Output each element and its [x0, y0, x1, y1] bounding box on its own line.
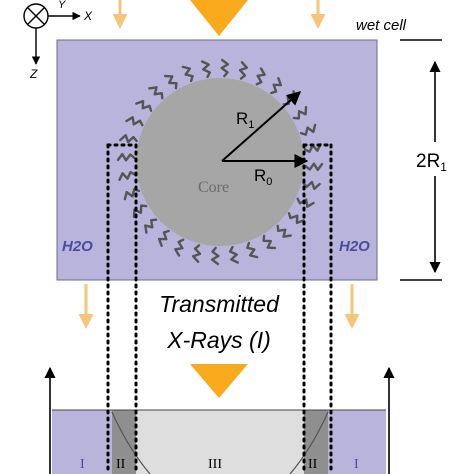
- ligand-chain: [157, 229, 170, 247]
- incoming-beam-arrow: [190, 0, 248, 36]
- h2o-label-right: H2O: [339, 238, 370, 255]
- ligand-shell: [116, 58, 324, 266]
- ligand-chain: [255, 67, 266, 86]
- projection-lines: [106, 143, 333, 474]
- ligand-chain: [302, 180, 321, 190]
- height-label-main: 2R: [416, 151, 440, 172]
- ligand-chain: [220, 58, 230, 78]
- ligand-chain: [181, 65, 194, 83]
- core-sphere: [136, 78, 304, 246]
- r1-vector: [221, 91, 302, 162]
- ligand-chain: [201, 60, 211, 79]
- ligand-chain: [246, 241, 259, 259]
- y-axis-cross: [27, 7, 45, 25]
- ligand-chain: [116, 152, 136, 162]
- ligand-chain: [270, 77, 283, 95]
- profile-curve-right: [289, 411, 329, 474]
- ligand-chain: [287, 212, 305, 225]
- ligand-chain: [135, 99, 153, 112]
- ligand-chain: [163, 74, 178, 90]
- z-axis-label: Z: [29, 67, 38, 81]
- region-label-outer-left: I: [80, 457, 85, 472]
- r1-label: R1: [236, 109, 254, 131]
- region-label-shell-right: II: [308, 457, 318, 472]
- region-outer-left: [52, 410, 112, 474]
- wet-cell-label: wet cell: [356, 17, 407, 34]
- r0-label: R0: [254, 166, 272, 188]
- x-axis-label: X: [83, 9, 93, 23]
- ligand-chain: [292, 105, 308, 120]
- r0-label-main: R: [254, 166, 266, 185]
- ligand-chain: [119, 134, 138, 144]
- coordinate-system: Y X Z: [23, 0, 93, 81]
- core-label: Core: [198, 179, 229, 196]
- region-outer-right: [328, 410, 386, 474]
- ligand-chain: [192, 244, 202, 263]
- height-label: 2R1: [416, 151, 447, 174]
- ligand-chain: [299, 123, 317, 136]
- r1-label-sub: 1: [248, 119, 254, 131]
- r0-label-sub: 0: [266, 176, 272, 188]
- ligand-chain: [304, 162, 324, 172]
- ligand-chain: [144, 218, 158, 234]
- detector-profile: I II III II I: [44, 366, 395, 474]
- ligand-chain: [210, 246, 220, 266]
- region-center: [136, 410, 304, 474]
- ligand-chain: [276, 224, 292, 238]
- region-label-outer-right: I: [354, 457, 359, 472]
- ligand-chain: [118, 171, 137, 181]
- r1-label-main: R: [236, 109, 248, 128]
- incoming-beam: [112, 0, 326, 36]
- ligand-chain: [125, 116, 144, 127]
- transmitted-label-line1: Transmitted: [159, 291, 280, 317]
- profile-curve-left: [111, 411, 151, 474]
- h2o-label-left: H2O: [62, 238, 93, 255]
- region-label-center: III: [208, 457, 222, 472]
- ligand-chain: [148, 86, 164, 100]
- ligand-chain: [296, 197, 315, 208]
- ligand-chain: [174, 238, 185, 257]
- ligand-chain: [229, 245, 239, 264]
- transmitted-beam: [78, 284, 360, 398]
- height-label-bg: [414, 142, 458, 176]
- ligand-chain: [132, 204, 148, 219]
- region-label-shell-left: II: [116, 457, 126, 472]
- y-axis-label: Y: [58, 0, 66, 11]
- ligand-chain: [262, 234, 277, 250]
- height-label-sub: 1: [440, 160, 447, 174]
- transmitted-beam-arrow: [190, 364, 248, 398]
- ligand-chain: [238, 61, 248, 80]
- transmitted-label-line2: X-Rays (I): [166, 327, 271, 353]
